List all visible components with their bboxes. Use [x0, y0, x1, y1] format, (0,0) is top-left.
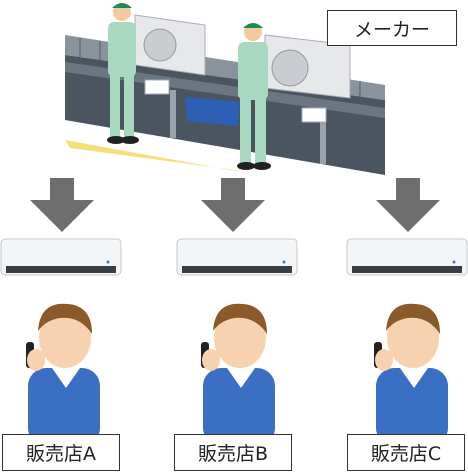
parts-bin	[185, 97, 240, 126]
factory-illustration	[65, 3, 385, 175]
maker-label: メーカー	[353, 18, 430, 41]
store-b-label-box: 販売店B	[174, 434, 292, 471]
store-c-label: 販売店C	[370, 443, 442, 465]
air-conditioner-c-icon	[346, 238, 468, 276]
store-a-label: 販売店A	[26, 443, 96, 465]
maker-label-box: メーカー	[327, 10, 457, 46]
store-a-label-box: 販売店A	[2, 434, 120, 471]
store-c-label-box: 販売店C	[347, 434, 465, 471]
factory-worker-1	[107, 3, 139, 144]
down-arrow-b-icon	[201, 178, 265, 232]
air-conditioner-b-icon	[176, 238, 298, 276]
store-staff-b	[201, 303, 275, 446]
down-arrow-a-icon	[30, 178, 94, 232]
outdoor-unit-2	[264, 34, 351, 99]
store-staff-a	[26, 303, 100, 446]
outdoor-unit-1	[134, 14, 206, 76]
air-conditioner-a-icon	[0, 238, 122, 276]
store-staff-c	[374, 303, 448, 446]
down-arrow-c-icon	[376, 178, 440, 232]
store-b-label: 販売店B	[197, 443, 269, 465]
factory-worker-2	[237, 23, 271, 170]
